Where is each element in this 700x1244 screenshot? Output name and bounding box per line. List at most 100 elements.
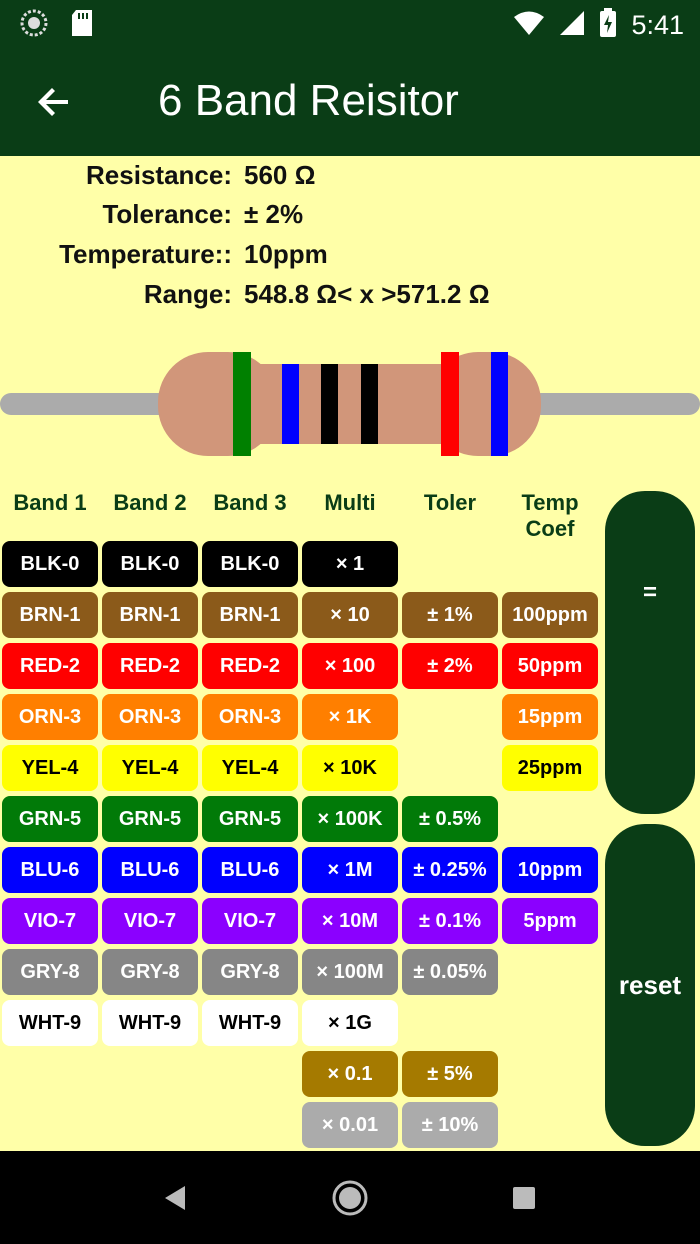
multiplier-yellow-button[interactable]: × 10K [302, 745, 398, 791]
multiplier-white-button[interactable]: × 1G [302, 1000, 398, 1046]
tolerance-brown-button[interactable]: ± 1% [402, 592, 498, 638]
multiplier-gray-button[interactable]: × 100M [302, 949, 398, 995]
tolerance-gold-button[interactable]: ± 5% [402, 1051, 498, 1097]
band1-orange-button[interactable]: ORN-3 [2, 694, 98, 740]
band2-green-button[interactable]: GRN-5 [102, 796, 198, 842]
signal-icon [559, 10, 585, 41]
tolerance-label: Tolerance: [102, 199, 232, 229]
page-title: 6 Band Reisitor [158, 76, 459, 125]
resistor-lead-left [0, 393, 170, 415]
temperature-value: 10ppm [244, 239, 328, 269]
navigation-bar [0, 1151, 700, 1244]
band1-header: Band 1 [13, 490, 87, 515]
resistor-band-tempco [491, 352, 508, 456]
multiplier-silver-button[interactable]: × 0.01 [302, 1102, 398, 1148]
band1-black-button[interactable]: BLK-0 [2, 541, 98, 587]
band3-orange-button[interactable]: ORN-3 [202, 694, 298, 740]
band2-violet-button[interactable]: VIO-7 [102, 898, 198, 944]
arrow-left-icon [34, 88, 74, 126]
band1-blue-button[interactable]: BLU-6 [2, 847, 98, 893]
tolerance-silver-button[interactable]: ± 10% [402, 1102, 498, 1148]
circle-home-icon[interactable] [331, 1179, 369, 1222]
resistor-band-tolerance [441, 352, 459, 456]
wifi-icon [513, 10, 545, 41]
multiplier-blue-button[interactable]: × 1M [302, 847, 398, 893]
range-value: 548.8 Ω< x >571.2 Ω [244, 279, 490, 309]
band3-brown-button[interactable]: BRN-1 [202, 592, 298, 638]
band2-gray-button[interactable]: GRY-8 [102, 949, 198, 995]
resistance-row: Resistance: 560 Ω [0, 160, 700, 200]
multiplier-gold-button[interactable]: × 0.1 [302, 1051, 398, 1097]
resistor-band-1 [233, 352, 251, 456]
band3-green-button[interactable]: GRN-5 [202, 796, 298, 842]
resistor-band-2 [282, 364, 299, 444]
square-recents-icon[interactable] [512, 1186, 536, 1215]
range-row: Range: 548.8 Ω< x >571.2 Ω [0, 279, 700, 319]
tolerance-row: Tolerance: ± 2% [0, 199, 700, 239]
band3-violet-button[interactable]: VIO-7 [202, 898, 298, 944]
tolerance-red-button[interactable]: ± 2% [402, 643, 498, 689]
tempco-orange-button[interactable]: 15ppm [502, 694, 598, 740]
band2-black-button[interactable]: BLK-0 [102, 541, 198, 587]
triangle-back-icon[interactable] [163, 1185, 187, 1216]
back-button[interactable] [34, 82, 74, 122]
tempco-brown-button[interactable]: 100ppm [502, 592, 598, 638]
band3-red-button[interactable]: RED-2 [202, 643, 298, 689]
tolerance-value: ± 2% [244, 199, 304, 229]
band2-blue-button[interactable]: BLU-6 [102, 847, 198, 893]
resistor-band-3 [321, 364, 338, 444]
band2-brown-button[interactable]: BRN-1 [102, 592, 198, 638]
tempco-blue-button[interactable]: 10ppm [502, 847, 598, 893]
reset-button[interactable]: reset [605, 824, 695, 1146]
band2-header: Band 2 [113, 490, 187, 515]
band2-white-button[interactable]: WHT-9 [102, 1000, 198, 1046]
resistor-band-multiplier [361, 364, 378, 444]
resistor-lead-right [530, 393, 700, 415]
band1-brown-button[interactable]: BRN-1 [2, 592, 98, 638]
status-time: 5:41 [631, 10, 684, 40]
multiplier-red-button[interactable]: × 100 [302, 643, 398, 689]
multiplier-brown-button[interactable]: × 10 [302, 592, 398, 638]
tolerance-violet-button[interactable]: ± 0.1% [402, 898, 498, 944]
tempco-header: Temp Coef [521, 490, 579, 541]
band3-white-button[interactable]: WHT-9 [202, 1000, 298, 1046]
band1-red-button[interactable]: RED-2 [2, 643, 98, 689]
resistor-illustration [0, 348, 700, 460]
band1-white-button[interactable]: WHT-9 [2, 1000, 98, 1046]
band3-blue-button[interactable]: BLU-6 [202, 847, 298, 893]
band3-gray-button[interactable]: GRY-8 [202, 949, 298, 995]
band1-gray-button[interactable]: GRY-8 [2, 949, 98, 995]
temperature-label: Temperature:: [59, 239, 232, 269]
multiplier-orange-button[interactable]: × 1K [302, 694, 398, 740]
band2-red-button[interactable]: RED-2 [102, 643, 198, 689]
tolerance-green-button[interactable]: ± 0.5% [402, 796, 498, 842]
tolerance-gray-button[interactable]: ± 0.05% [402, 949, 498, 995]
multiplier-header: Multi [324, 490, 376, 515]
resistance-value: 560 Ω [244, 160, 316, 190]
band2-orange-button[interactable]: ORN-3 [102, 694, 198, 740]
temperature-row: Temperature:: 10ppm [0, 239, 700, 279]
calculate-button[interactable]: = [605, 491, 695, 814]
tempco-violet-button[interactable]: 5ppm [502, 898, 598, 944]
status-bar: 5:41 [0, 0, 700, 48]
tolerance-blue-button[interactable]: ± 0.25% [402, 847, 498, 893]
multiplier-green-button[interactable]: × 100K [302, 796, 398, 842]
sd-card-icon [70, 9, 94, 42]
tempco-yellow-button[interactable]: 25ppm [502, 745, 598, 791]
band1-yellow-button[interactable]: YEL-4 [2, 745, 98, 791]
tempco-red-button[interactable]: 50ppm [502, 643, 598, 689]
spinner-icon [20, 9, 48, 42]
battery-charging-icon [599, 8, 617, 43]
multiplier-black-button[interactable]: × 1 [302, 541, 398, 587]
band1-violet-button[interactable]: VIO-7 [2, 898, 98, 944]
band3-yellow-button[interactable]: YEL-4 [202, 745, 298, 791]
tolerance-header: Toler [423, 490, 477, 515]
range-label: Range: [143, 279, 232, 309]
band1-green-button[interactable]: GRN-5 [2, 796, 98, 842]
band3-header: Band 3 [213, 490, 287, 515]
resistance-label: Resistance: [86, 160, 232, 190]
multiplier-violet-button[interactable]: × 10M [302, 898, 398, 944]
band2-yellow-button[interactable]: YEL-4 [102, 745, 198, 791]
band3-black-button[interactable]: BLK-0 [202, 541, 298, 587]
app-bar: 6 Band Reisitor [0, 48, 700, 156]
